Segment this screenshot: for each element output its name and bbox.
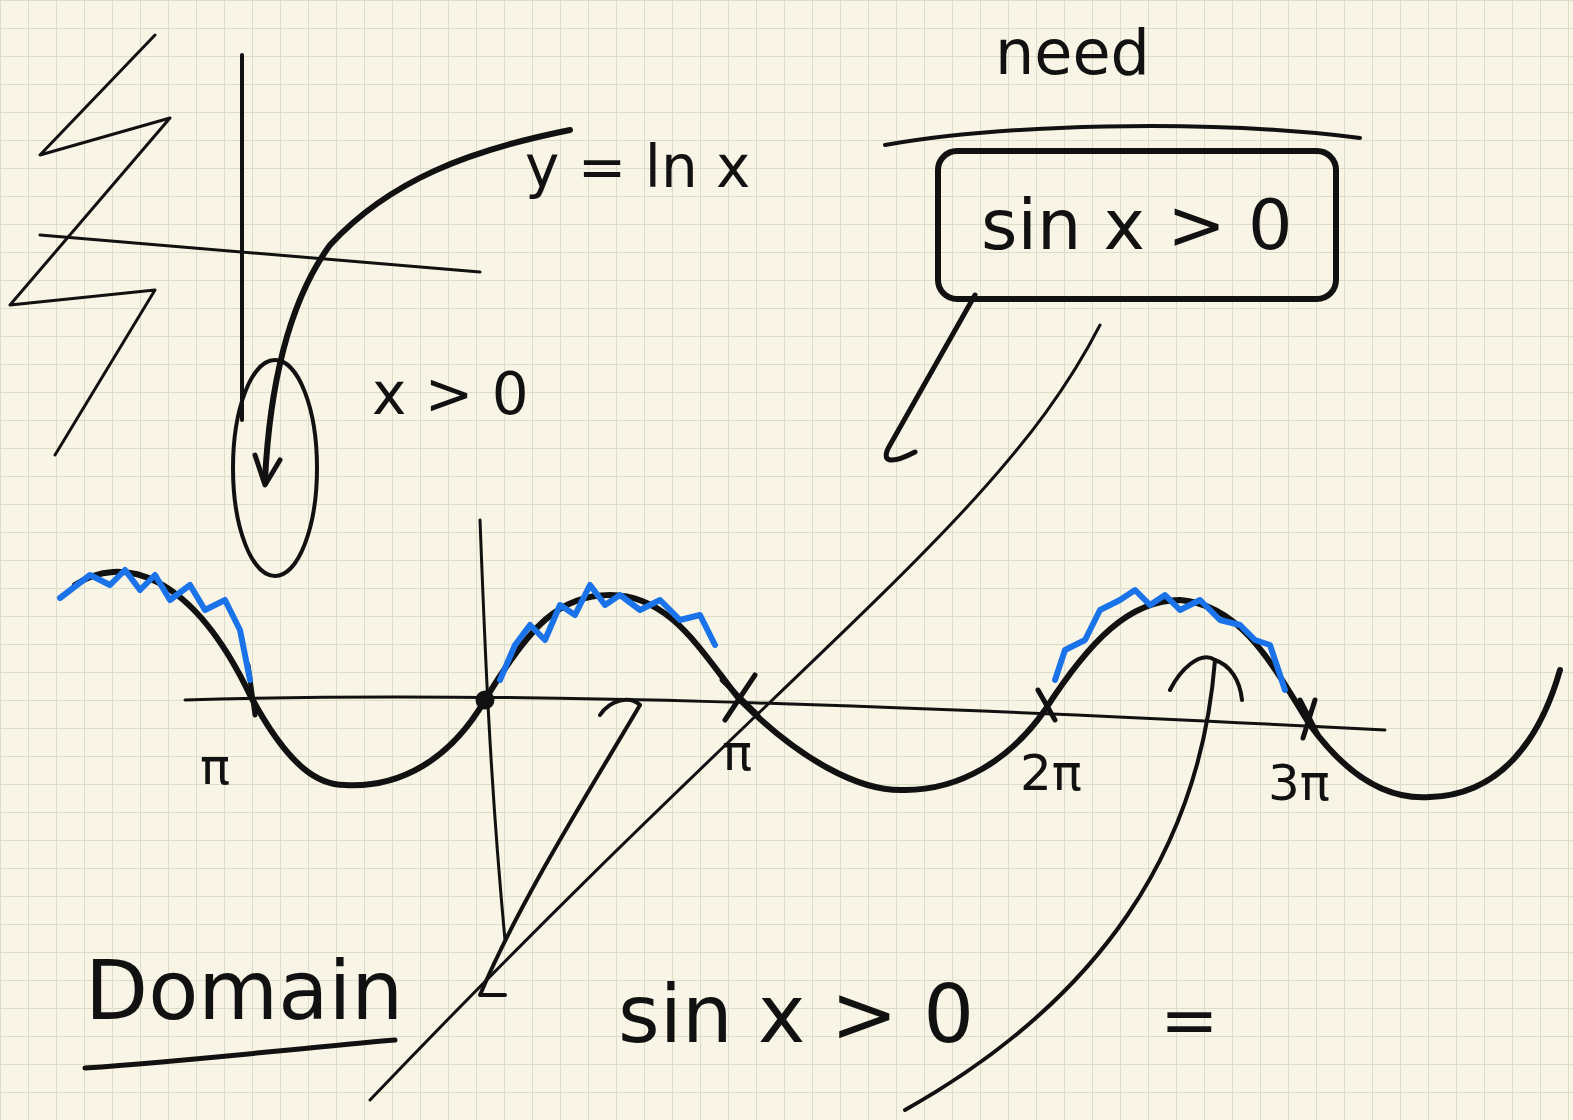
cross-mark: [722, 675, 758, 720]
x-axis: [40, 235, 480, 272]
heading-label: Domain: [85, 950, 403, 1032]
circle-mark: [233, 360, 317, 576]
axis-tick-label: π: [200, 742, 230, 792]
origin-dot: [478, 693, 492, 707]
pointer-arrow: [886, 295, 975, 460]
axis-tick-label: 3π: [1268, 758, 1330, 808]
tick-mark: [1038, 690, 1055, 720]
pointer-arrow: [480, 700, 640, 995]
note-text: sin x > 0: [981, 190, 1293, 260]
cross-mark: [1300, 700, 1318, 738]
axis-tick-label: π: [722, 728, 752, 778]
sine-curve: [75, 572, 1560, 797]
highlight-squiggle: [60, 570, 250, 680]
underline: [885, 126, 1360, 145]
boxed-note: sin x > 0: [935, 148, 1339, 302]
condition-label: x > 0: [372, 365, 529, 423]
axis-tick-label: 2π: [1020, 748, 1082, 798]
condition-label: sin x > 0: [618, 975, 974, 1055]
y-axis: [480, 520, 505, 940]
x-axis: [185, 697, 1385, 730]
note-label: need: [995, 22, 1150, 84]
highlight-squiggle: [500, 585, 715, 680]
highlight-squiggle: [1055, 590, 1285, 690]
equals-sign: =: [1160, 985, 1219, 1055]
y-axis: [240, 55, 244, 420]
ln-curve: [265, 130, 570, 480]
function-label: y = ln x: [525, 138, 750, 196]
arrowhead: [255, 455, 280, 485]
underline: [85, 1040, 395, 1068]
